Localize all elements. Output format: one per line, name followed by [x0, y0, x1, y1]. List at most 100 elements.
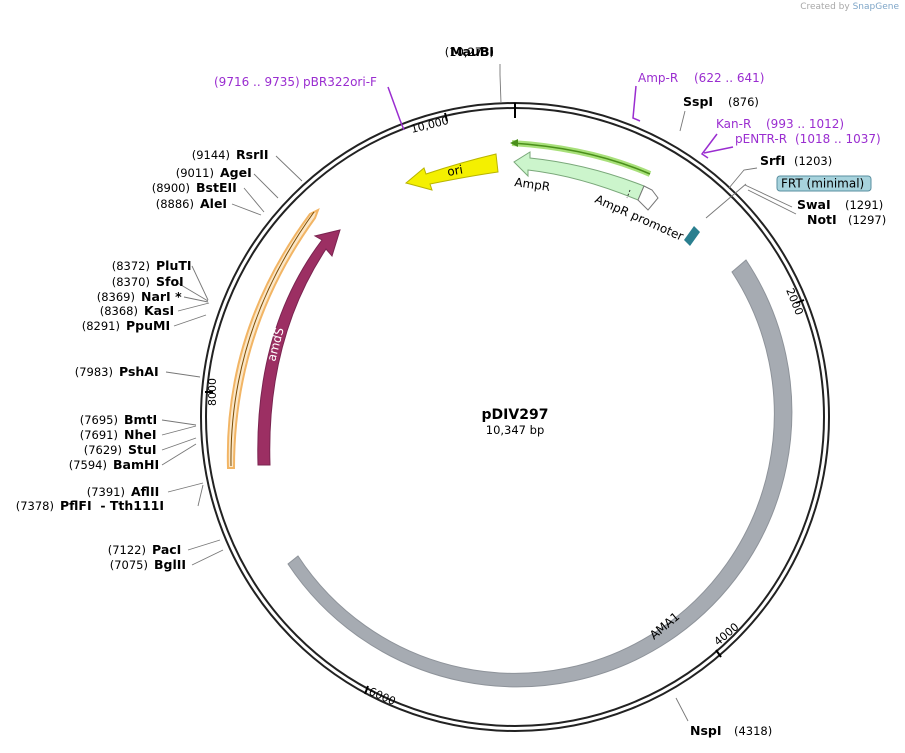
- primer-markers: [387, 85, 734, 159]
- frt-label: FRT (minimal): [781, 177, 864, 191]
- site-name-nhei[interactable]: NheI: [124, 427, 157, 442]
- primer-pos-pentr-r: (1018 .. 1037): [795, 132, 881, 146]
- ampr-feature[interactable]: [513, 151, 645, 201]
- tick-label-6000: 6000: [367, 685, 398, 708]
- tick-label-8000: 8000: [206, 378, 219, 406]
- site-name-kasi[interactable]: KasI: [144, 303, 174, 318]
- site-name-nari[interactable]: NarI *: [141, 289, 182, 304]
- site-pos-srfi: (1203): [794, 154, 832, 168]
- site-pos-kasi: (8368): [100, 304, 138, 318]
- primer-pos-amp-r: (622 .. 641): [694, 71, 764, 85]
- site-pos-maubi: (10,273): [445, 45, 494, 59]
- primer-name-pbr322ori-f[interactable]: pBR322ori-F: [303, 75, 377, 89]
- leader-pshai: [165, 371, 201, 378]
- site-pos-sspi: (876): [728, 95, 759, 109]
- primer-pos-pbr322ori-f: (9716 .. 9735): [214, 75, 300, 89]
- leader-alei: [231, 203, 262, 216]
- teal-feature[interactable]: [684, 226, 700, 246]
- primer-marker-kan-r: [700, 133, 718, 159]
- leader-rsrii: [275, 155, 303, 182]
- site-name-swai[interactable]: SwaI: [797, 197, 831, 212]
- site-name-stui[interactable]: StuI: [128, 442, 157, 457]
- site-pos-bsteii: (8900): [152, 181, 190, 195]
- primer-marker-pentr-r: [703, 146, 734, 154]
- primer-marker-amp-r: [632, 85, 641, 122]
- site-pos-rsrii: (9144): [192, 148, 230, 162]
- site-name-bmti[interactable]: BmtI: [124, 412, 157, 427]
- tick-mark-4000: [715, 649, 722, 658]
- site-pos-swai: (1291): [845, 198, 883, 212]
- site-name-pluti[interactable]: PluTI: [156, 258, 192, 273]
- ampr-divider: [626, 189, 631, 199]
- leader-nhei: [161, 425, 197, 436]
- tick-label-10000: 10,000: [410, 114, 451, 136]
- leader-kasi: [177, 302, 210, 312]
- site-pos-paci: (7122): [108, 543, 146, 557]
- site-pos-sfoi: (8370): [112, 275, 150, 289]
- leader-bmti: [161, 419, 197, 426]
- primer-name-pentr-r[interactable]: pENTR-R: [735, 132, 787, 146]
- site-name-sspi[interactable]: SspI: [683, 94, 713, 109]
- ori-feature[interactable]: [404, 153, 499, 191]
- site-name-pshai[interactable]: PshAI: [119, 364, 159, 379]
- site-name-srfi[interactable]: SrfI: [760, 153, 785, 168]
- ampr-label: AmpR: [514, 175, 551, 194]
- site-name-sfoi[interactable]: SfoI: [156, 274, 184, 289]
- site-name-agei[interactable]: AgeI: [220, 165, 252, 180]
- frt-leader: [705, 183, 747, 219]
- ampr-promoter-feature[interactable]: [637, 185, 659, 211]
- site-pos-pflfi: (7378): [16, 499, 54, 513]
- site-pos-nari: (8369): [97, 290, 135, 304]
- site-pos-pluti: (8372): [112, 259, 150, 273]
- site-name-noti[interactable]: NotI: [807, 212, 837, 227]
- leader-bamhi: [161, 443, 197, 466]
- site-name-aflii[interactable]: AflII: [131, 484, 159, 499]
- site-name-nspi[interactable]: NspI: [690, 723, 722, 738]
- green-strand-arrowhead: [510, 139, 518, 147]
- tick-label-4000: 4000: [712, 620, 742, 648]
- site-name-alei[interactable]: AleI: [200, 196, 227, 211]
- leader-aflii: [167, 482, 204, 493]
- leader-swai: [744, 184, 793, 208]
- site-pos-alei: (8886): [156, 197, 194, 211]
- green-strand[interactable]: [511, 142, 651, 175]
- leader-noti: [747, 189, 797, 215]
- site-pos-stui: (7629): [84, 443, 122, 457]
- frt-feature[interactable]: [776, 175, 872, 192]
- ama1-feature[interactable]: [287, 259, 793, 688]
- site-pos-bmti: (7695): [80, 413, 118, 427]
- credit-brand: SnapGene: [852, 2, 899, 12]
- site-pos-nhei: (7691): [80, 428, 118, 442]
- leader-nari: [183, 296, 209, 303]
- leader-pluti: [191, 265, 209, 301]
- leader-bsteii: [243, 187, 265, 213]
- site-name-bamhi[interactable]: BamHI: [113, 457, 159, 472]
- plasmid-name: pDIV297: [482, 407, 549, 423]
- snapgene-credit: Created by SnapGene: [800, 2, 899, 12]
- site-pos-noti: (1297): [848, 213, 886, 227]
- site-name-pflfi[interactable]: PflFI - Tth111I: [60, 498, 164, 513]
- orange-feature[interactable]: [226, 207, 320, 469]
- site-leaders: [161, 64, 797, 722]
- site-name-maubi[interactable]: MauBI: [450, 44, 494, 59]
- leader-pflfi: [197, 484, 204, 507]
- leader-ppumi: [173, 314, 207, 327]
- site-pos-nspi: (4318): [734, 724, 772, 738]
- primer-marker-pbr322ori-f: [387, 86, 405, 131]
- primer-name-kan-r[interactable]: Kan-R: [716, 117, 751, 131]
- site-pos-ppumi: (8291): [82, 319, 120, 333]
- plasmid-length: 10,347 bp: [486, 423, 545, 437]
- site-name-bsteii[interactable]: BstEII: [196, 180, 237, 195]
- tick-mark-10000: [444, 112, 448, 122]
- site-name-bglii[interactable]: BglII: [154, 557, 186, 572]
- tick-mark-2000: [795, 299, 805, 304]
- site-name-paci[interactable]: PacI: [152, 542, 181, 557]
- credit-prefix: Created by: [800, 2, 850, 12]
- site-name-rsrii[interactable]: RsrII: [236, 147, 269, 162]
- amds-feature[interactable]: [257, 229, 341, 466]
- primer-name-amp-r[interactable]: Amp-R: [638, 71, 678, 85]
- site-name-ppumi[interactable]: PpuMI: [126, 318, 170, 333]
- site-pos-agei: (9011): [176, 166, 214, 180]
- leader-stui: [161, 437, 197, 451]
